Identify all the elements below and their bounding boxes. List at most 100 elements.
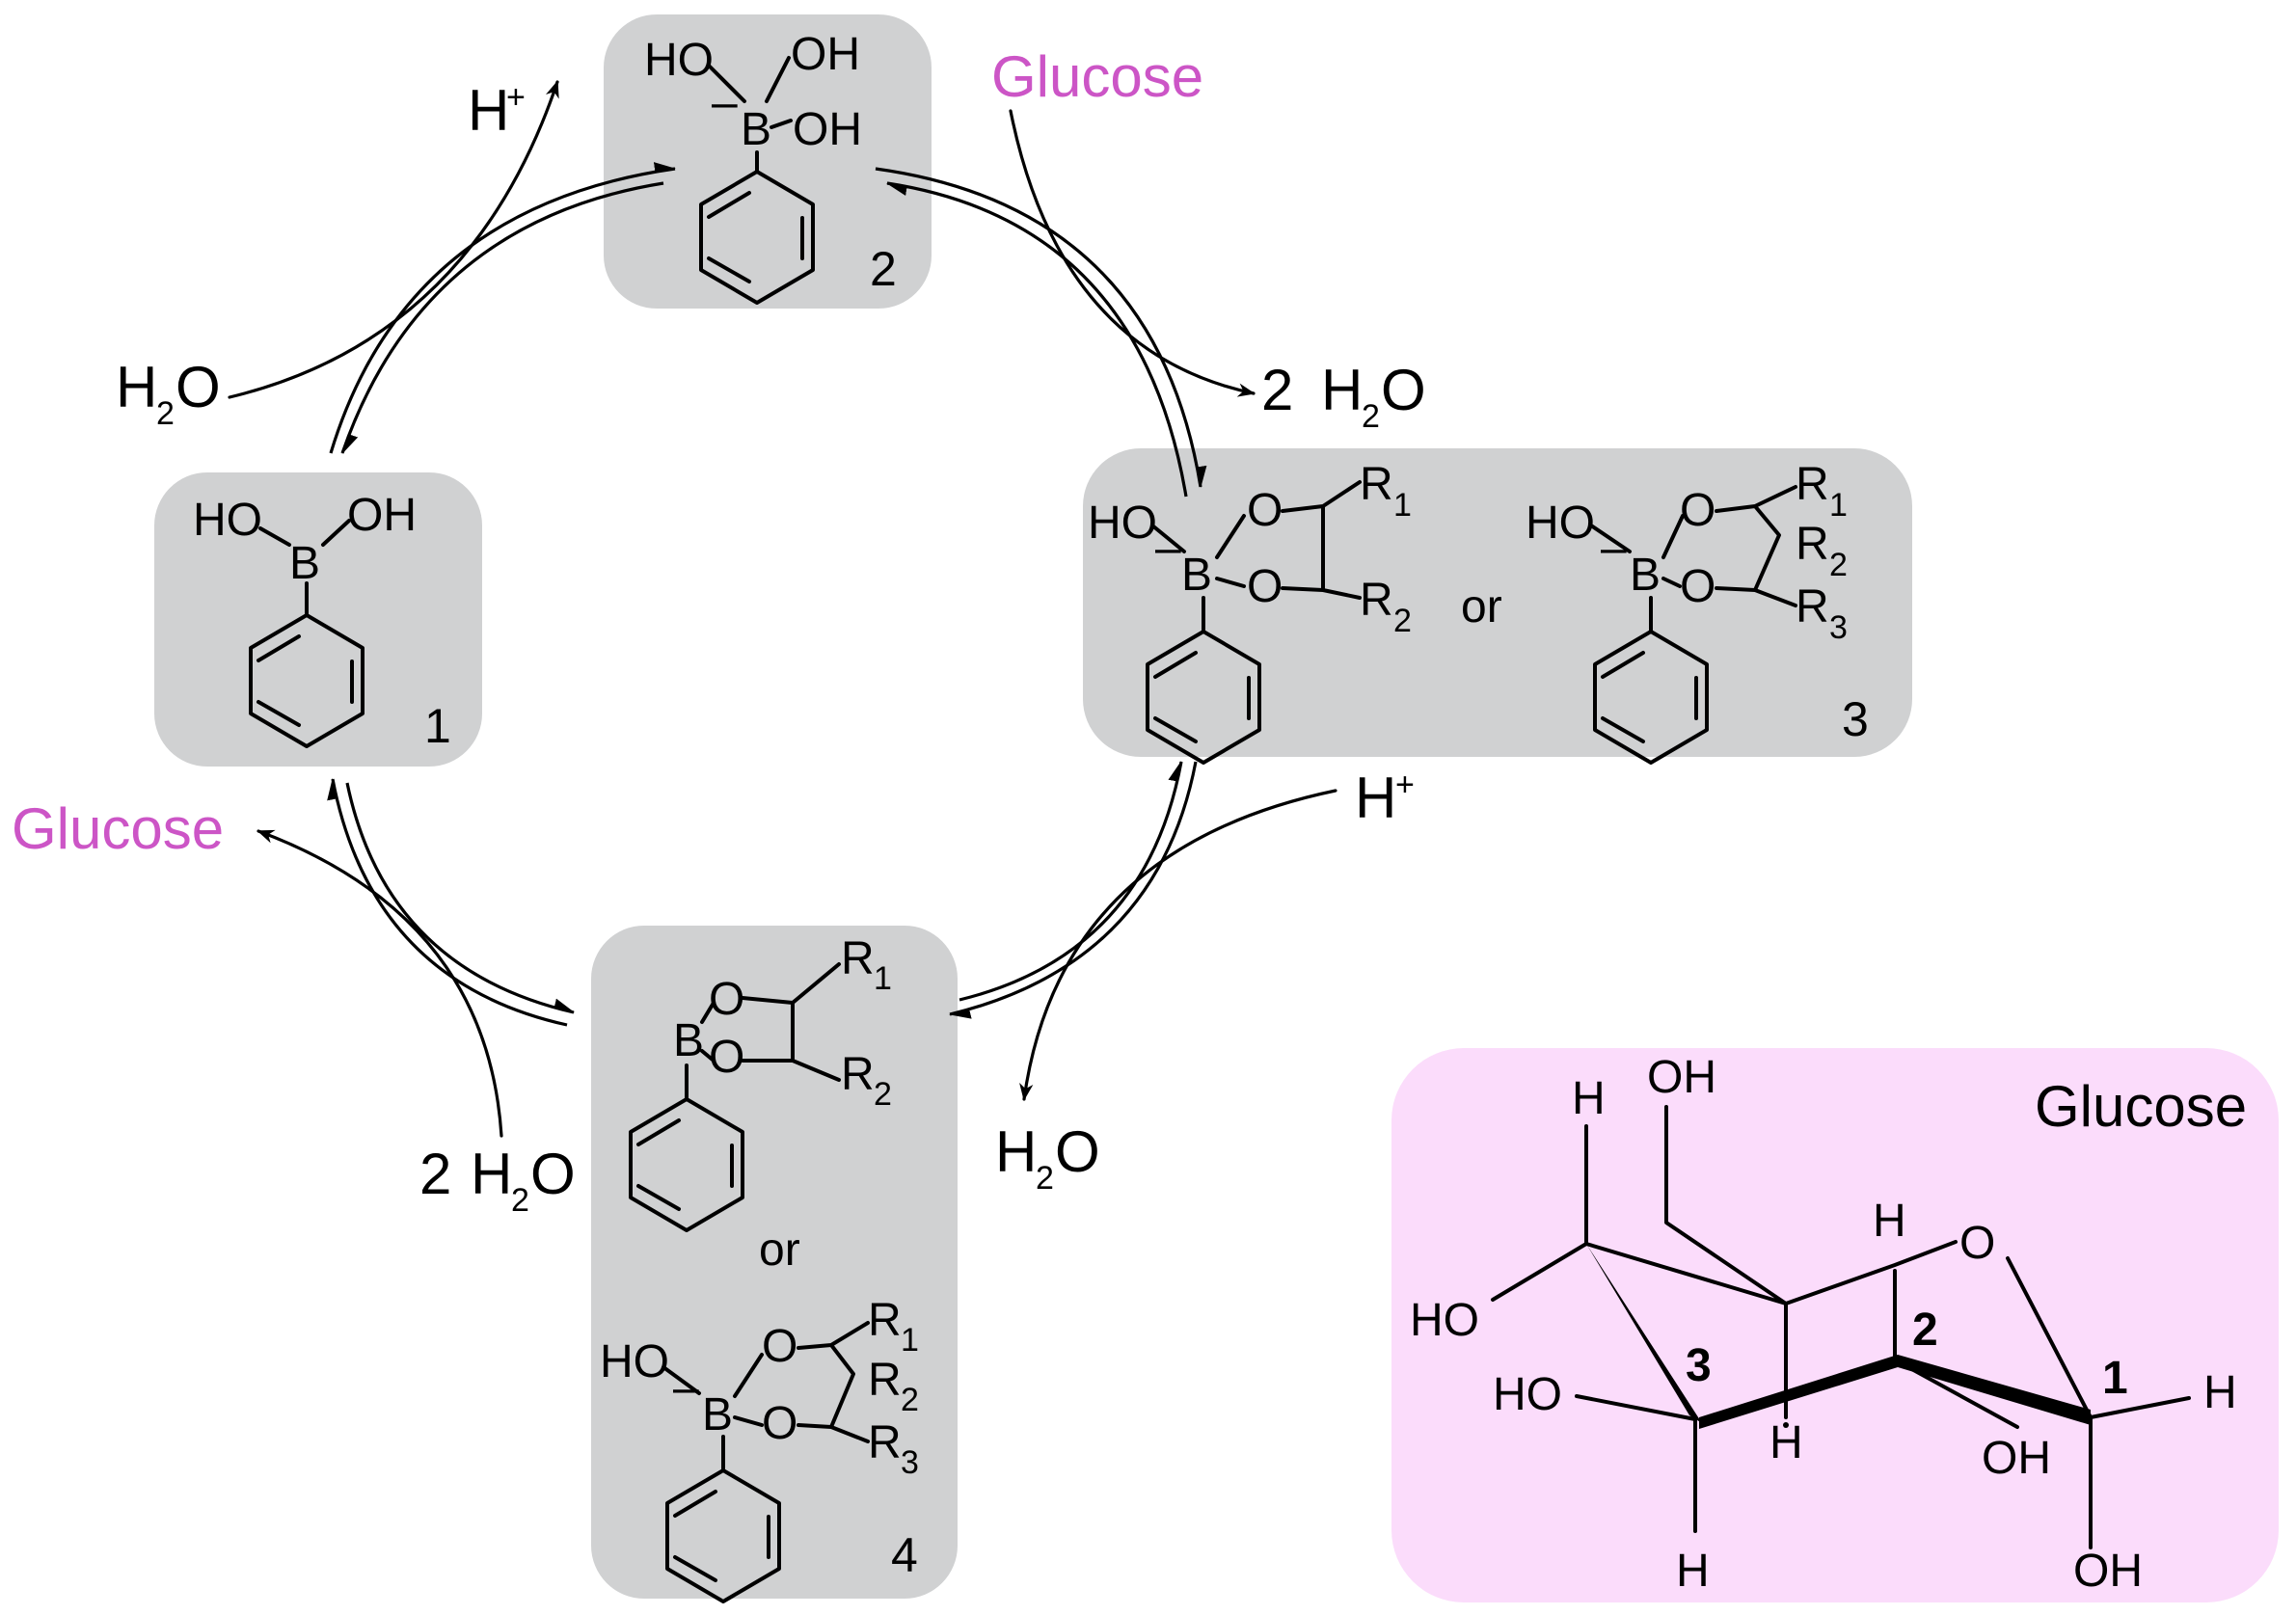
c3b-r1-sub: 1 <box>1829 487 1848 524</box>
2h2o-right-label: 2 H 2 O <box>1261 358 1426 435</box>
c4a-r1-sub: 1 <box>874 960 892 997</box>
svg-text:H: H <box>1355 766 1396 830</box>
compound-3: HO B – O O R 1 R 2 or HO B – O O R 1 R 2… <box>1088 459 1869 765</box>
c3a-ho-label: HO <box>1088 498 1157 549</box>
arrow-2h2o-to-glucose <box>257 829 503 1138</box>
c3b-r3-label: R <box>1796 581 1829 633</box>
c3b-r1-label: R <box>1796 459 1829 510</box>
c3a-r1-sub: 1 <box>1393 487 1412 524</box>
c2-ho-label: HO <box>644 35 714 86</box>
svg-text:H: H <box>468 78 509 143</box>
compound-4: O O B R 1 R 2 or HO B – O O R 1 R 2 R 3 … <box>600 933 919 1603</box>
svg-text:H: H <box>471 1142 512 1206</box>
glucose-panel-title: Glucose <box>2035 1074 2247 1139</box>
h2o-bottom-right-label: H 2 O <box>995 1119 1100 1197</box>
c3a-r2-label: R <box>1360 575 1393 626</box>
c4b-r3-label: R <box>868 1417 902 1468</box>
c3a-r2-sub: 2 <box>1393 603 1412 639</box>
svg-text:2: 2 <box>511 1182 529 1219</box>
c2-oh-right-label: OH <box>793 104 862 155</box>
glu-ho-upper: HO <box>1410 1295 1479 1346</box>
c4-number-label: 4 <box>891 1528 918 1582</box>
c3-number-label: 3 <box>1842 692 1869 746</box>
glucose-structure: Glucose OH H H O HO HO H H OH H OH 3 2 1 <box>1410 1052 2247 1597</box>
svg-text:O: O <box>530 1142 576 1206</box>
equilibrium-4-1 <box>327 777 576 1027</box>
equilibrium-1-2 <box>329 162 677 455</box>
c4a-r1-label: R <box>841 933 875 984</box>
c3b-r2-label: R <box>1796 519 1829 570</box>
glu-h-top-left: H <box>1572 1073 1606 1124</box>
svg-text:+: + <box>1395 767 1415 803</box>
c3a-o-top-label: O <box>1247 485 1283 536</box>
c4a-o-bottom-label: O <box>709 1032 744 1083</box>
c4b-r2-label: R <box>868 1355 902 1406</box>
2h2o-bottom-left-label: 2 H 2 O <box>419 1142 576 1219</box>
glucose-top-label: Glucose <box>991 44 1203 109</box>
svg-text:H: H <box>1321 358 1363 422</box>
c4b-o-top-label: O <box>762 1321 797 1372</box>
c3a-r1-label: R <box>1360 459 1393 510</box>
glu-oh-middle: OH <box>1982 1433 2051 1484</box>
compound-2: HO OH OH B – 2 <box>644 29 897 305</box>
compound-1: HO OH B 1 <box>193 490 451 753</box>
glu-carbon-2-label: 2 <box>1912 1305 1938 1356</box>
c4b-r3-sub: 3 <box>901 1444 919 1481</box>
hplus-top-label: H + <box>468 78 526 143</box>
equilibrium-3-4 <box>948 760 1198 1019</box>
c4b-r1-label: R <box>868 1295 902 1346</box>
glu-ring-o: O <box>1959 1218 1995 1269</box>
glu-carbon-3-label: 3 <box>1686 1340 1712 1391</box>
glu-carbon-1-label: 1 <box>2102 1353 2128 1404</box>
c4a-boron-label: B <box>673 1015 704 1066</box>
c3a-boron-label: B <box>1181 550 1212 601</box>
c3b-r2-sub: 2 <box>1829 547 1848 583</box>
c4b-charge-label: – <box>673 1362 699 1413</box>
svg-text:O: O <box>1381 358 1426 422</box>
c3b-r3-sub: 3 <box>1829 609 1848 646</box>
c3-or-label: or <box>1461 581 1502 633</box>
c4b-ho-label: HO <box>600 1336 669 1387</box>
c2-boron-label: B <box>741 104 771 155</box>
svg-text:2: 2 <box>156 395 175 432</box>
arrow-h2o-to-hplus <box>228 80 559 399</box>
c1-oh-label: OH <box>347 490 417 541</box>
glucose-left-label: Glucose <box>12 796 224 861</box>
hplus-right-label: H + <box>1355 766 1415 830</box>
svg-text:2: 2 <box>1036 1160 1054 1197</box>
c2-charge-label: – <box>712 77 738 128</box>
glu-ho-lower: HO <box>1493 1369 1562 1420</box>
c4b-boron-label: B <box>702 1389 733 1440</box>
compound-1-box <box>154 472 482 767</box>
glucose-panel-box <box>1391 1048 2279 1602</box>
c3b-o-top-label: O <box>1680 485 1715 536</box>
svg-text:+: + <box>506 79 526 116</box>
c4b-r1-sub: 1 <box>901 1322 919 1359</box>
svg-text:O: O <box>176 355 221 419</box>
glu-oh-bottom: OH <box>2073 1546 2143 1597</box>
c3b-ho-label: HO <box>1526 498 1595 549</box>
c3b-o-bottom-label: O <box>1680 561 1715 612</box>
svg-text:2: 2 <box>419 1142 451 1206</box>
compound-4-box <box>591 926 958 1599</box>
arrow-hplus-to-h2o <box>1019 789 1337 1101</box>
svg-text:H: H <box>995 1119 1037 1184</box>
glu-h-right: H <box>2203 1367 2237 1418</box>
glu-h-top-right: H <box>1873 1196 1906 1247</box>
c4a-o-top-label: O <box>709 974 744 1025</box>
h2o-left-label: H 2 O <box>116 355 221 432</box>
c4b-o-bottom-label: O <box>762 1398 797 1449</box>
svg-text:2: 2 <box>1261 358 1293 422</box>
c4b-r2-sub: 2 <box>901 1382 919 1418</box>
c1-number-label: 1 <box>424 699 451 753</box>
c3a-o-bottom-label: O <box>1247 561 1283 612</box>
c4-or-label: or <box>759 1225 800 1276</box>
glu-oh-top: OH <box>1647 1052 1716 1103</box>
compound-2-box <box>604 14 932 309</box>
c2-oh-top-label: OH <box>791 29 860 80</box>
c3b-boron-label: B <box>1630 550 1661 601</box>
glu-h-bottom: H <box>1676 1546 1710 1597</box>
arrow-glucose-to-2h2o <box>1009 109 1256 397</box>
svg-text:2: 2 <box>1362 398 1380 435</box>
